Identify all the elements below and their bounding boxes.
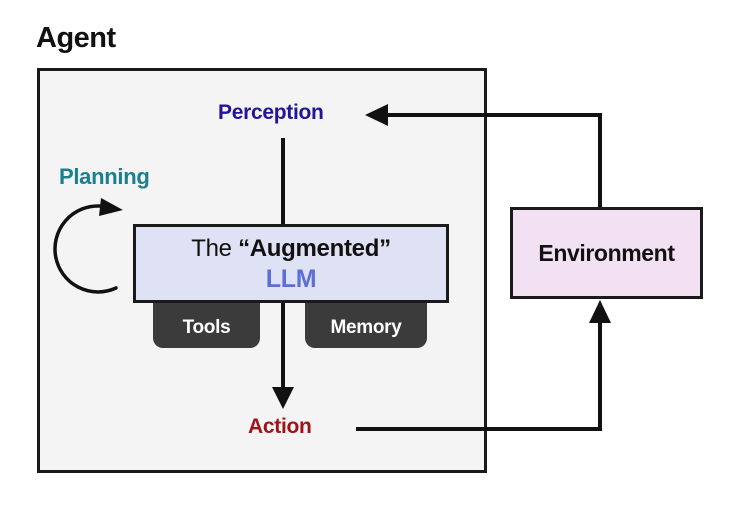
llm-title-quoted: “Augmented” xyxy=(238,234,391,262)
perception-label: Perception xyxy=(218,101,324,124)
llm-label: LLM xyxy=(265,264,317,293)
environment-box: Environment xyxy=(510,207,703,299)
up-arrowhead-icon xyxy=(589,300,611,323)
llm-box-title: The “Augmented” xyxy=(191,234,391,264)
action-label: Action xyxy=(248,415,312,438)
environment-label: Environment xyxy=(538,239,675,266)
llm-title-prefix: The xyxy=(191,234,239,262)
planning-label: Planning xyxy=(59,164,150,189)
memory-label: Memory xyxy=(330,317,402,338)
tools-label: Tools xyxy=(182,317,231,338)
augmented-llm-box: The “Augmented” LLM xyxy=(133,224,449,303)
agent-title: Agent xyxy=(36,22,116,54)
